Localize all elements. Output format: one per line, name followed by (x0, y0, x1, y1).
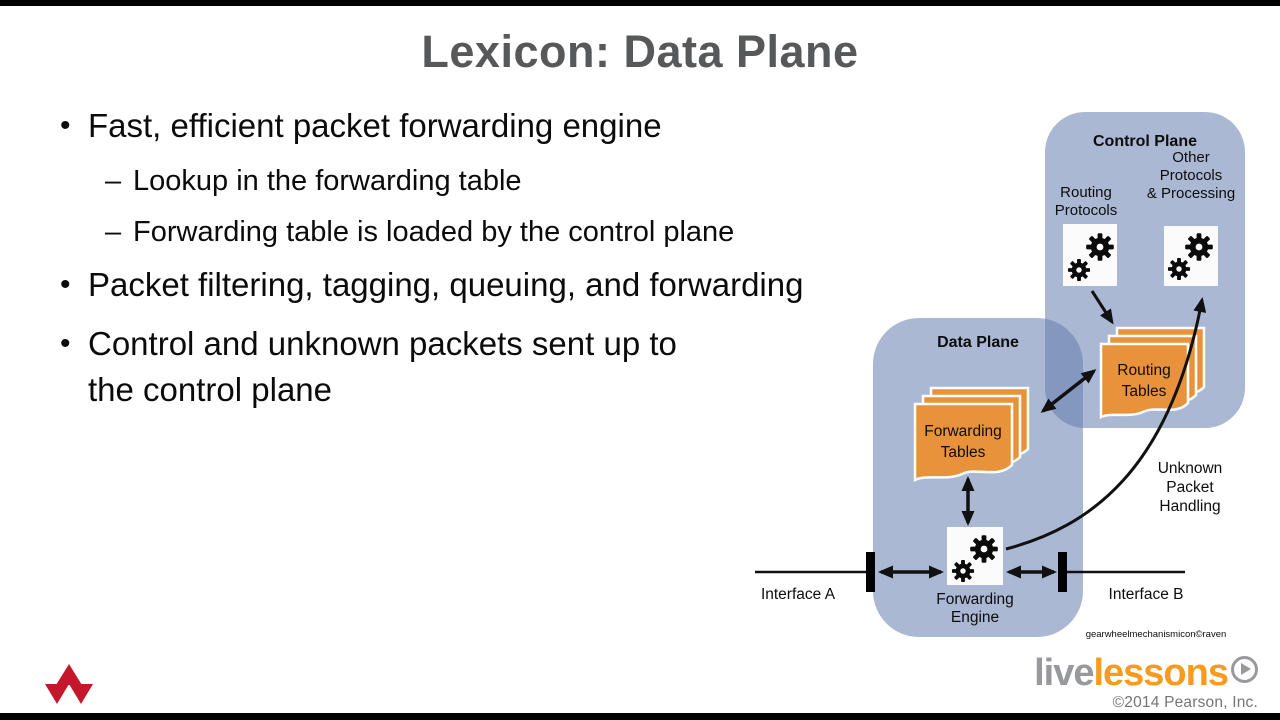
page-title: Lexicon: Data Plane (421, 26, 859, 77)
interface-b-label: Interface B (1109, 586, 1184, 603)
routing-protocols-label: Protocols (1055, 202, 1118, 219)
forwarding-tables-label: Forwarding (924, 423, 1002, 440)
triangles-logo (45, 664, 93, 704)
bullet-item: Control and unknown packets sent up to t… (60, 321, 980, 413)
network-planes-diagram: Control Plane Routing Protocols Other Pr… (755, 112, 1245, 640)
interface-a-terminator (866, 552, 875, 592)
double-arrow-forwarding-routing (1040, 369, 1097, 413)
play-circle-icon (1231, 656, 1258, 683)
interface-b-terminator (1058, 552, 1067, 592)
livelessons-logo: livelessons ©2014 Pearson, Inc. (1034, 654, 1258, 711)
arrow-unknown-packet-path (1005, 297, 1207, 551)
routing-tables-label: Tables (1122, 383, 1167, 400)
top-black-bar (0, 0, 1280, 6)
triangle-up-icon (56, 664, 82, 685)
triangle-down-icon (45, 684, 69, 704)
bullet-item: Packet filtering, tagging, queuing, and … (60, 263, 980, 307)
bullet-line-2: the control plane (88, 371, 333, 408)
other-protocols-label: Other (1172, 149, 1210, 166)
copyright-text: ©2014 Pearson, Inc. (1112, 694, 1258, 711)
routing-tables-label: Routing (1117, 362, 1170, 379)
other-protocols-label: & Processing (1147, 185, 1235, 202)
arrow-protocols-to-routing-tables (1090, 290, 1114, 325)
unknown-packet-label: Packet (1166, 479, 1214, 496)
bottom-black-bar (0, 713, 1280, 720)
forwarding-engine-label: Engine (951, 609, 999, 626)
forwarding-engine-label: Forwarding (936, 591, 1014, 608)
routing-tables-shape (1099, 326, 1206, 419)
livelessons-wordmark: livelessons (1034, 654, 1258, 692)
data-plane-box (873, 318, 1083, 637)
interface-a-label: Interface A (761, 586, 836, 603)
other-protocols-label: Protocols (1160, 167, 1223, 184)
sub-bullet-item: Lookup in the forwarding table (60, 162, 980, 200)
control-plane-title: Control Plane (1093, 133, 1197, 150)
bullet-line-1: Control and unknown packets sent up to (88, 325, 677, 362)
brand-live-text: live (1034, 652, 1094, 694)
sub-bullet-item: Forwarding table is loaded by the contro… (60, 213, 980, 251)
forwarding-tables-label: Tables (941, 444, 986, 461)
icon-attribution: gearwheelmechanismicon©raven (1086, 629, 1227, 640)
routing-protocols-label: Routing (1060, 184, 1112, 201)
bullet-list: Fast, efficient packet forwarding engine… (60, 104, 980, 413)
unknown-packet-label: Handling (1159, 498, 1220, 515)
brand-lessons-text: lessons (1093, 652, 1229, 694)
unknown-packet-label: Unknown (1158, 460, 1223, 477)
data-plane-title: Data Plane (937, 334, 1019, 351)
forwarding-tables-shape (913, 386, 1030, 483)
bullet-item: Fast, efficient packet forwarding engine (60, 104, 980, 148)
triangle-down-icon (69, 684, 93, 704)
